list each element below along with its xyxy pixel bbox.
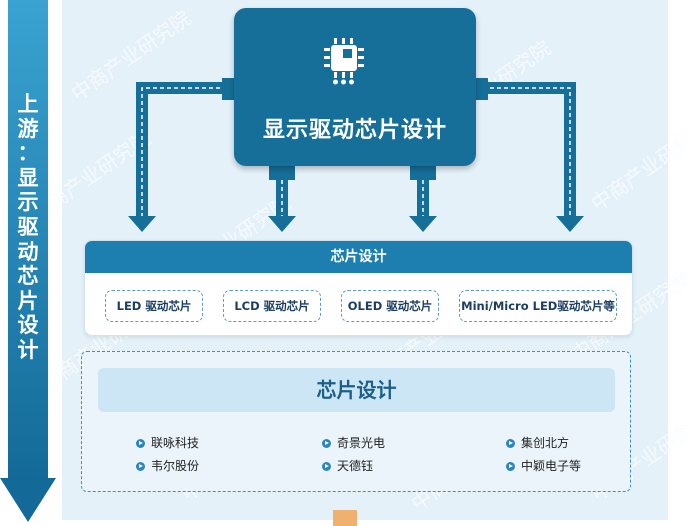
companies-title: 芯片设计 [98, 368, 615, 412]
connector-arrows [128, 78, 584, 232]
play-icon [322, 439, 331, 448]
hero-title: 显示驱动芯片设计 [262, 118, 447, 143]
side-label: 上游：显示驱动芯片设计 [17, 92, 39, 362]
play-icon [136, 462, 145, 471]
play-icon [322, 462, 331, 471]
chip-type-oled: OLED 驱动芯片 [341, 290, 439, 322]
companies-panel: 芯片设计 联咏科技 奇景光电 集创北方 韦尔股份 天德钰 中颖电子等 [81, 351, 631, 492]
play-icon [506, 462, 515, 471]
company-item: 中颖电子等 [506, 457, 581, 474]
chip-type-led: LED 驱动芯片 [105, 290, 203, 322]
upstream-arrow [0, 0, 56, 522]
chip-type-mini-micro-led: Mini/Micro LED驱动芯片等 [459, 290, 617, 322]
company-item: 集创北方 [506, 434, 569, 451]
company-item: 联咏科技 [136, 434, 199, 451]
play-icon [506, 439, 515, 448]
play-icon [136, 439, 145, 448]
company-item: 奇景光电 [322, 434, 385, 451]
chip-icon [324, 38, 364, 85]
hero-box: 显示驱动芯片设计 [234, 8, 476, 166]
decor-block [333, 510, 357, 526]
chip-design-panel: 芯片设计 LED 驱动芯片 LCD 驱动芯片 OLED 驱动芯片 Mini/Mi… [84, 240, 633, 336]
chip-design-title: 芯片设计 [85, 241, 632, 273]
company-item: 韦尔股份 [136, 457, 199, 474]
chip-type-lcd: LCD 驱动芯片 [223, 290, 321, 322]
company-item: 天德钰 [322, 457, 373, 474]
